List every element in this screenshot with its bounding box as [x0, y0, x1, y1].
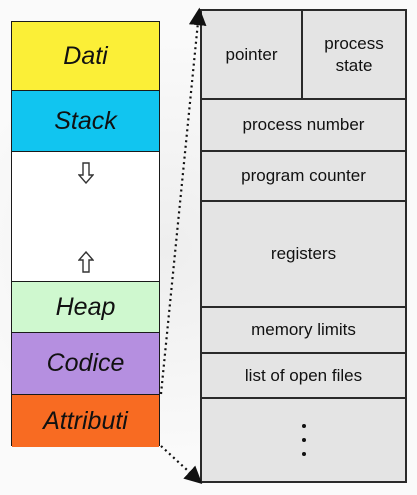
pcb-program-counter-label: program counter [241, 166, 366, 186]
segment-codice: Codice [12, 333, 159, 395]
pcb-process-number-label: process number [242, 115, 365, 135]
process-control-block: pointer process state process number pro… [200, 9, 407, 483]
segment-heap: Heap [12, 282, 159, 333]
segment-codice-label: Codice [46, 349, 125, 377]
vertical-dots-icon [301, 424, 306, 456]
segment-attributi: Attributi [12, 395, 159, 447]
hollow-down-arrow-icon [77, 162, 94, 184]
pcb-pointer-label: pointer [225, 44, 278, 64]
pcb-row-more [202, 399, 405, 481]
pcb-memory-limits-label: memory limits [251, 320, 356, 340]
segment-heap-label: Heap [55, 292, 116, 321]
connector-top-arrow [159, 7, 207, 395]
segment-free-space [12, 152, 159, 282]
hollow-up-arrow-icon [77, 251, 94, 273]
pcb-row-program-counter: program counter [202, 152, 405, 202]
pcb-cell-process-state: process state [303, 11, 405, 98]
pcb-row-pointer-state: pointer process state [202, 11, 405, 100]
segment-dati-label: Dati [63, 41, 108, 70]
pcb-row-memory-limits: memory limits [202, 308, 405, 354]
pcb-row-process-number: process number [202, 100, 405, 152]
segment-stack-label: Stack [54, 106, 117, 135]
segment-stack: Stack [12, 91, 159, 152]
pcb-process-state-label: process state [324, 34, 384, 75]
pcb-open-files-label: list of open files [244, 365, 363, 385]
pcb-registers-label: registers [270, 244, 337, 264]
segment-dati: Dati [12, 22, 159, 91]
pcb-row-open-files: list of open files [202, 354, 405, 399]
connector-bottom-arrow [160, 445, 203, 484]
segment-attributi-label: Attributi [43, 406, 128, 435]
pcb-cell-pointer: pointer [202, 11, 303, 98]
pcb-row-registers: registers [202, 202, 405, 308]
process-memory-layout: Dati Stack Heap Codice Attributi [11, 21, 160, 447]
